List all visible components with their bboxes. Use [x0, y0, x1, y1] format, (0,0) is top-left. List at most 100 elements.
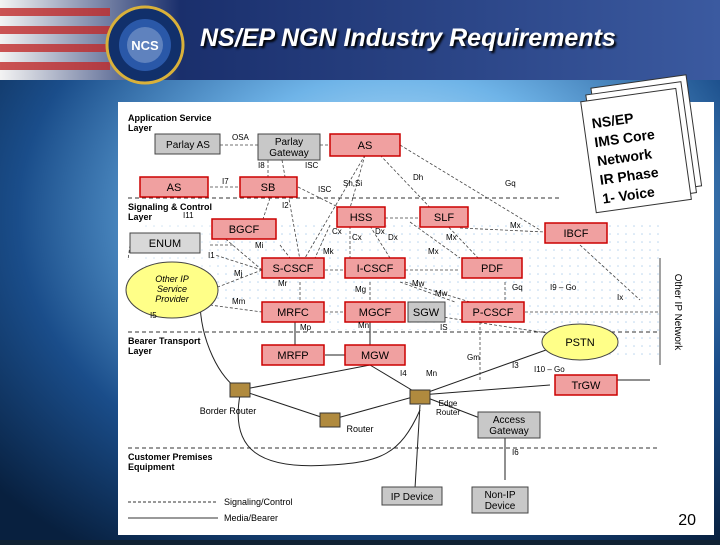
- ibcf-node: IBCF: [544, 222, 608, 244]
- svg-text:I2: I2: [282, 201, 289, 210]
- svg-text:Parlay AS: Parlay AS: [166, 140, 210, 151]
- svg-text:I4: I4: [400, 369, 407, 378]
- svg-text:Provider: Provider: [155, 294, 190, 304]
- svg-text:NS/EP: NS/EP: [591, 110, 635, 132]
- svg-text:SB: SB: [261, 182, 276, 194]
- svg-text:Mx: Mx: [446, 233, 457, 242]
- mrfp-node: MRFP: [261, 344, 325, 366]
- svg-text:Mw: Mw: [435, 289, 448, 298]
- non-ip-device-node: Non-IP Device: [471, 486, 529, 514]
- layer-application-label: Application Service: [128, 113, 212, 123]
- access-gateway-node: Access Gateway: [477, 411, 541, 439]
- svg-text:Device: Device: [485, 501, 516, 512]
- core-router: Router: [319, 412, 374, 434]
- svg-text:P-CSCF: P-CSCF: [473, 307, 514, 319]
- svg-text:Mx: Mx: [428, 247, 439, 256]
- ncs-seal-logo: NCS: [105, 5, 185, 85]
- svg-text:Other IP Network: Other IP Network: [672, 274, 683, 352]
- svg-text:I7: I7: [222, 177, 229, 186]
- svg-text:Border Router: Border Router: [200, 406, 257, 416]
- media-links: [199, 299, 650, 489]
- flag-stripes: [0, 8, 110, 70]
- svg-text:Service: Service: [157, 284, 187, 294]
- svg-text:1- Voice: 1- Voice: [601, 183, 656, 206]
- sgw-node: SGW: [407, 301, 446, 323]
- svg-text:I3: I3: [512, 361, 519, 370]
- svg-text:Network: Network: [596, 145, 653, 169]
- enum-node: ENUM: [129, 232, 201, 254]
- svg-text:I9 – Go: I9 – Go: [550, 283, 577, 292]
- bgcf-node: BGCF: [211, 218, 277, 240]
- ip-device-node: IP Device: [381, 486, 443, 506]
- svg-text:PSTN: PSTN: [565, 337, 594, 349]
- svg-text:Mm: Mm: [232, 297, 246, 306]
- pdf-node: PDF: [461, 257, 523, 279]
- svg-text:Mn: Mn: [426, 369, 437, 378]
- svg-text:SGW: SGW: [413, 307, 440, 319]
- svg-text:Edge: Edge: [439, 399, 458, 408]
- svg-text:Mn: Mn: [358, 321, 369, 330]
- parlay-as-node: Parlay AS: [154, 133, 221, 155]
- svg-text:Parlay: Parlay: [275, 137, 303, 148]
- logo-text: NCS: [131, 38, 159, 53]
- svg-text:I8: I8: [258, 161, 265, 170]
- core-network-region: [212, 222, 660, 360]
- legend: Signaling/Control Media/Bearer: [128, 497, 293, 523]
- legend-signaling: Signaling/Control: [224, 497, 293, 507]
- svg-text:Ix: Ix: [617, 293, 623, 302]
- svg-text:SLF: SLF: [434, 212, 454, 224]
- svg-text:OSA: OSA: [232, 133, 250, 142]
- svg-text:ISC: ISC: [305, 161, 319, 170]
- svg-text:MGCF: MGCF: [359, 307, 392, 319]
- svg-text:I11: I11: [183, 211, 194, 220]
- svg-text:Mj: Mj: [234, 269, 243, 278]
- svg-text:Dx: Dx: [375, 227, 385, 236]
- as-left-node: AS: [139, 176, 209, 198]
- svg-text:BGCF: BGCF: [229, 224, 260, 236]
- pstn-cloud: PSTN: [541, 323, 619, 361]
- svg-text:Dh: Dh: [413, 173, 423, 182]
- parlay-gateway-node: Parlay Gateway: [257, 133, 321, 161]
- svg-text:Access: Access: [493, 415, 525, 426]
- svg-text:Mp: Mp: [300, 323, 312, 332]
- svg-text:Gm: Gm: [467, 353, 480, 362]
- svg-text:ISC: ISC: [318, 185, 332, 194]
- svg-text:MRFC: MRFC: [277, 307, 309, 319]
- layer-bearer-label: Bearer Transport: [128, 336, 201, 346]
- svg-text:Layer: Layer: [128, 123, 153, 133]
- svg-text:Layer: Layer: [128, 212, 153, 222]
- svg-text:I1: I1: [208, 251, 215, 260]
- svg-text:I5: I5: [150, 311, 157, 320]
- edge-router: Edge Router: [409, 389, 460, 417]
- svg-text:TrGW: TrGW: [572, 380, 602, 392]
- svg-text:Cx: Cx: [352, 233, 362, 242]
- svg-text:ENUM: ENUM: [149, 238, 181, 250]
- svg-text:I6: I6: [512, 448, 519, 457]
- svg-text:MGW: MGW: [361, 350, 390, 362]
- svg-text:Other IP: Other IP: [155, 274, 189, 284]
- svg-text:Mw: Mw: [412, 279, 425, 288]
- svg-text:Non-IP: Non-IP: [484, 490, 515, 501]
- legend-media: Media/Bearer: [224, 513, 278, 523]
- callout-card: NS/EP IMS Core Network IR Phase 1- Voice: [580, 74, 703, 214]
- mgw-node: MGW: [344, 344, 406, 366]
- border-router: Border Router: [200, 382, 257, 416]
- svg-text:IP Device: IP Device: [391, 492, 434, 503]
- sb-node: SB: [239, 176, 298, 198]
- svg-text:S-CSCF: S-CSCF: [273, 263, 314, 275]
- svg-text:Gateway: Gateway: [269, 148, 308, 159]
- svg-text:IS: IS: [440, 323, 448, 332]
- slf-node: SLF: [419, 206, 469, 228]
- layer-signaling-label: Signaling & Control: [128, 202, 212, 212]
- svg-text:Mi: Mi: [255, 241, 264, 250]
- svg-text:Mk: Mk: [323, 247, 335, 256]
- other-ip-provider-cloud: Other IP Service Provider: [125, 261, 219, 319]
- svg-text:MRFP: MRFP: [277, 350, 308, 362]
- page-number: 20: [678, 512, 696, 529]
- slide-title: NS/EP NGN Industry Requirements: [200, 24, 616, 52]
- svg-text:Dx: Dx: [388, 233, 398, 242]
- svg-text:IBCF: IBCF: [563, 228, 588, 240]
- svg-text:Mx: Mx: [510, 221, 521, 230]
